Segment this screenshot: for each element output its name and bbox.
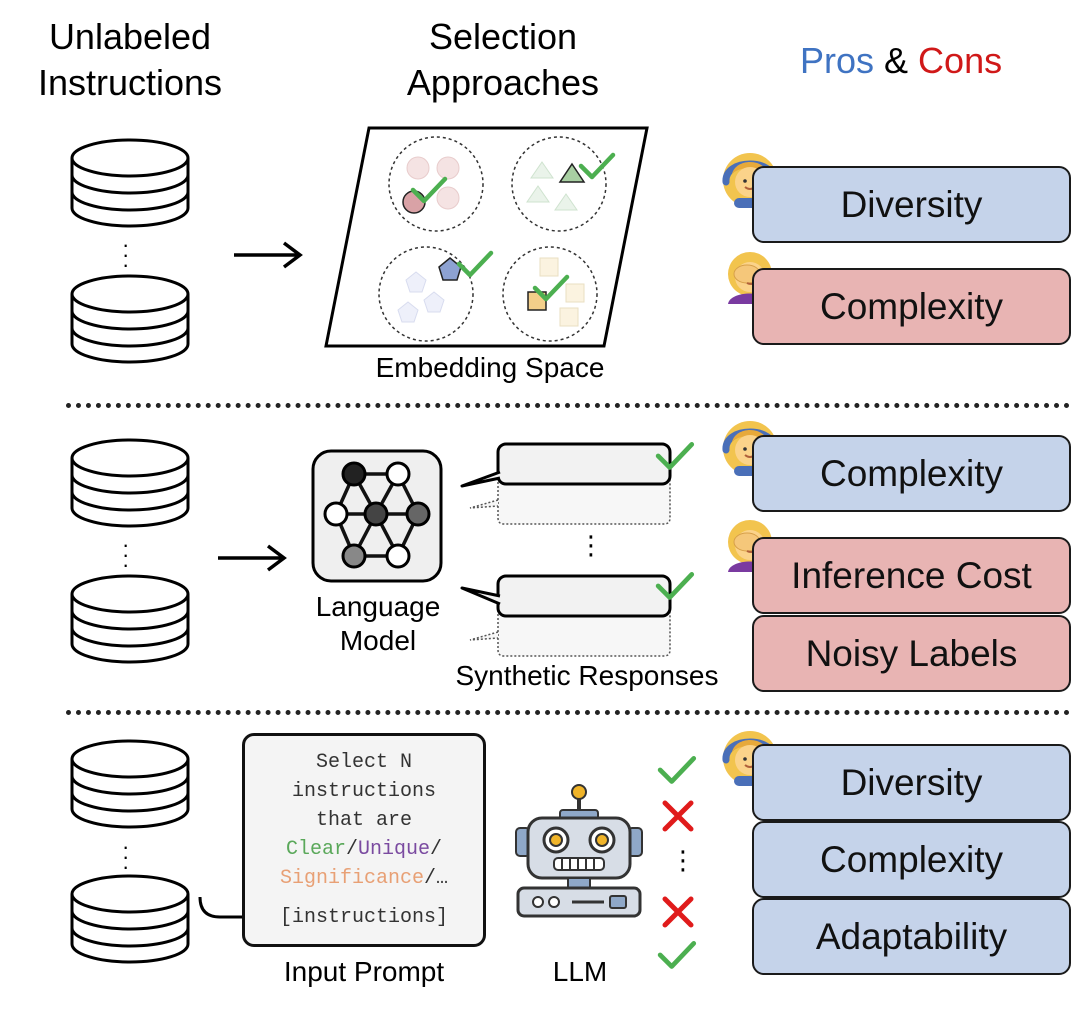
prompt-line: Select N xyxy=(315,751,412,774)
con-box-noisy-labels: Noisy Labels xyxy=(752,615,1071,692)
header-pros: Pros xyxy=(800,40,875,81)
language-model-label: Language Model xyxy=(290,590,466,658)
input-prompt-box: Select N instructions that are Clear/Uni… xyxy=(242,733,486,947)
pro-box-diversity: Diversity xyxy=(752,744,1071,821)
input-prompt-label: Input Prompt xyxy=(283,956,445,987)
cross-icon xyxy=(662,896,694,928)
database-icon xyxy=(70,874,190,964)
pro-box-adaptability: Adaptability xyxy=(752,898,1071,975)
responses-ellipsis: ⋮ xyxy=(578,530,604,560)
database-icon xyxy=(70,274,190,364)
language-model-line2: Model xyxy=(339,625,417,656)
check-icon xyxy=(655,440,697,474)
llm-label: LLM xyxy=(552,956,608,987)
criterion-significance: Significance xyxy=(279,867,424,890)
neural-network-icon xyxy=(311,449,443,583)
header-col1-line2: Instructions xyxy=(37,62,223,103)
header-col2-line1: Selection xyxy=(428,16,578,57)
prompt-criteria-line1: Clear/Unique/ xyxy=(245,835,483,864)
con-box-inference-cost: Inference Cost xyxy=(752,537,1071,614)
header-amp: & xyxy=(874,40,919,81)
database-icon xyxy=(70,438,190,528)
criteria-tail: /… xyxy=(424,867,449,890)
header-selection-approaches: Selection Approaches xyxy=(383,14,623,106)
pro-box-complexity: Complexity xyxy=(752,821,1071,898)
db-ellipsis: ··· xyxy=(122,232,130,277)
check-icon xyxy=(655,570,697,604)
robot-icon xyxy=(515,784,643,918)
embedding-space-diagram xyxy=(324,126,649,348)
prompt-line: that are xyxy=(315,809,412,832)
database-icon xyxy=(70,739,190,829)
embedding-space-label: Embedding Space xyxy=(375,352,605,383)
right-arrow-icon xyxy=(234,241,303,269)
row-separator xyxy=(66,403,1070,408)
database-icon xyxy=(70,574,190,664)
results-ellipsis: ⋮ xyxy=(670,845,696,875)
criterion-unique: Unique xyxy=(358,838,431,861)
criteria-separator: / xyxy=(430,838,443,861)
criterion-clear: Clear xyxy=(285,838,346,861)
synthetic-response-bubbles-top xyxy=(460,442,672,525)
row-separator xyxy=(66,710,1070,715)
check-icon xyxy=(657,755,699,787)
header-col1-line1: Unlabeled xyxy=(48,16,212,57)
prompt-placeholder: [instructions] xyxy=(279,906,449,929)
synthetic-responses-label: Synthetic Responses xyxy=(455,660,719,691)
prompt-line: instructions xyxy=(291,780,437,803)
check-icon xyxy=(657,940,699,972)
prompt-criteria-line2: Significance/… xyxy=(245,864,483,893)
criteria-separator: / xyxy=(345,838,358,861)
header-cons: Cons xyxy=(918,40,1003,81)
right-arrow-icon xyxy=(218,544,287,572)
header-col2-line2: Approaches xyxy=(406,62,600,103)
con-box-complexity: Complexity xyxy=(752,268,1071,345)
language-model-line1: Language xyxy=(315,591,441,622)
db-ellipsis: ··· xyxy=(122,834,130,879)
database-icon xyxy=(70,138,190,228)
pro-box-complexity: Complexity xyxy=(752,435,1071,512)
synthetic-response-bubbles-bottom xyxy=(460,574,672,657)
cross-icon xyxy=(662,800,694,832)
db-ellipsis: ··· xyxy=(122,532,130,577)
pro-box-diversity: Diversity xyxy=(752,166,1071,243)
header-unlabeled-instructions: Unlabeled Instructions xyxy=(10,14,250,106)
header-pros-cons: Pros & Cons xyxy=(800,38,1002,84)
